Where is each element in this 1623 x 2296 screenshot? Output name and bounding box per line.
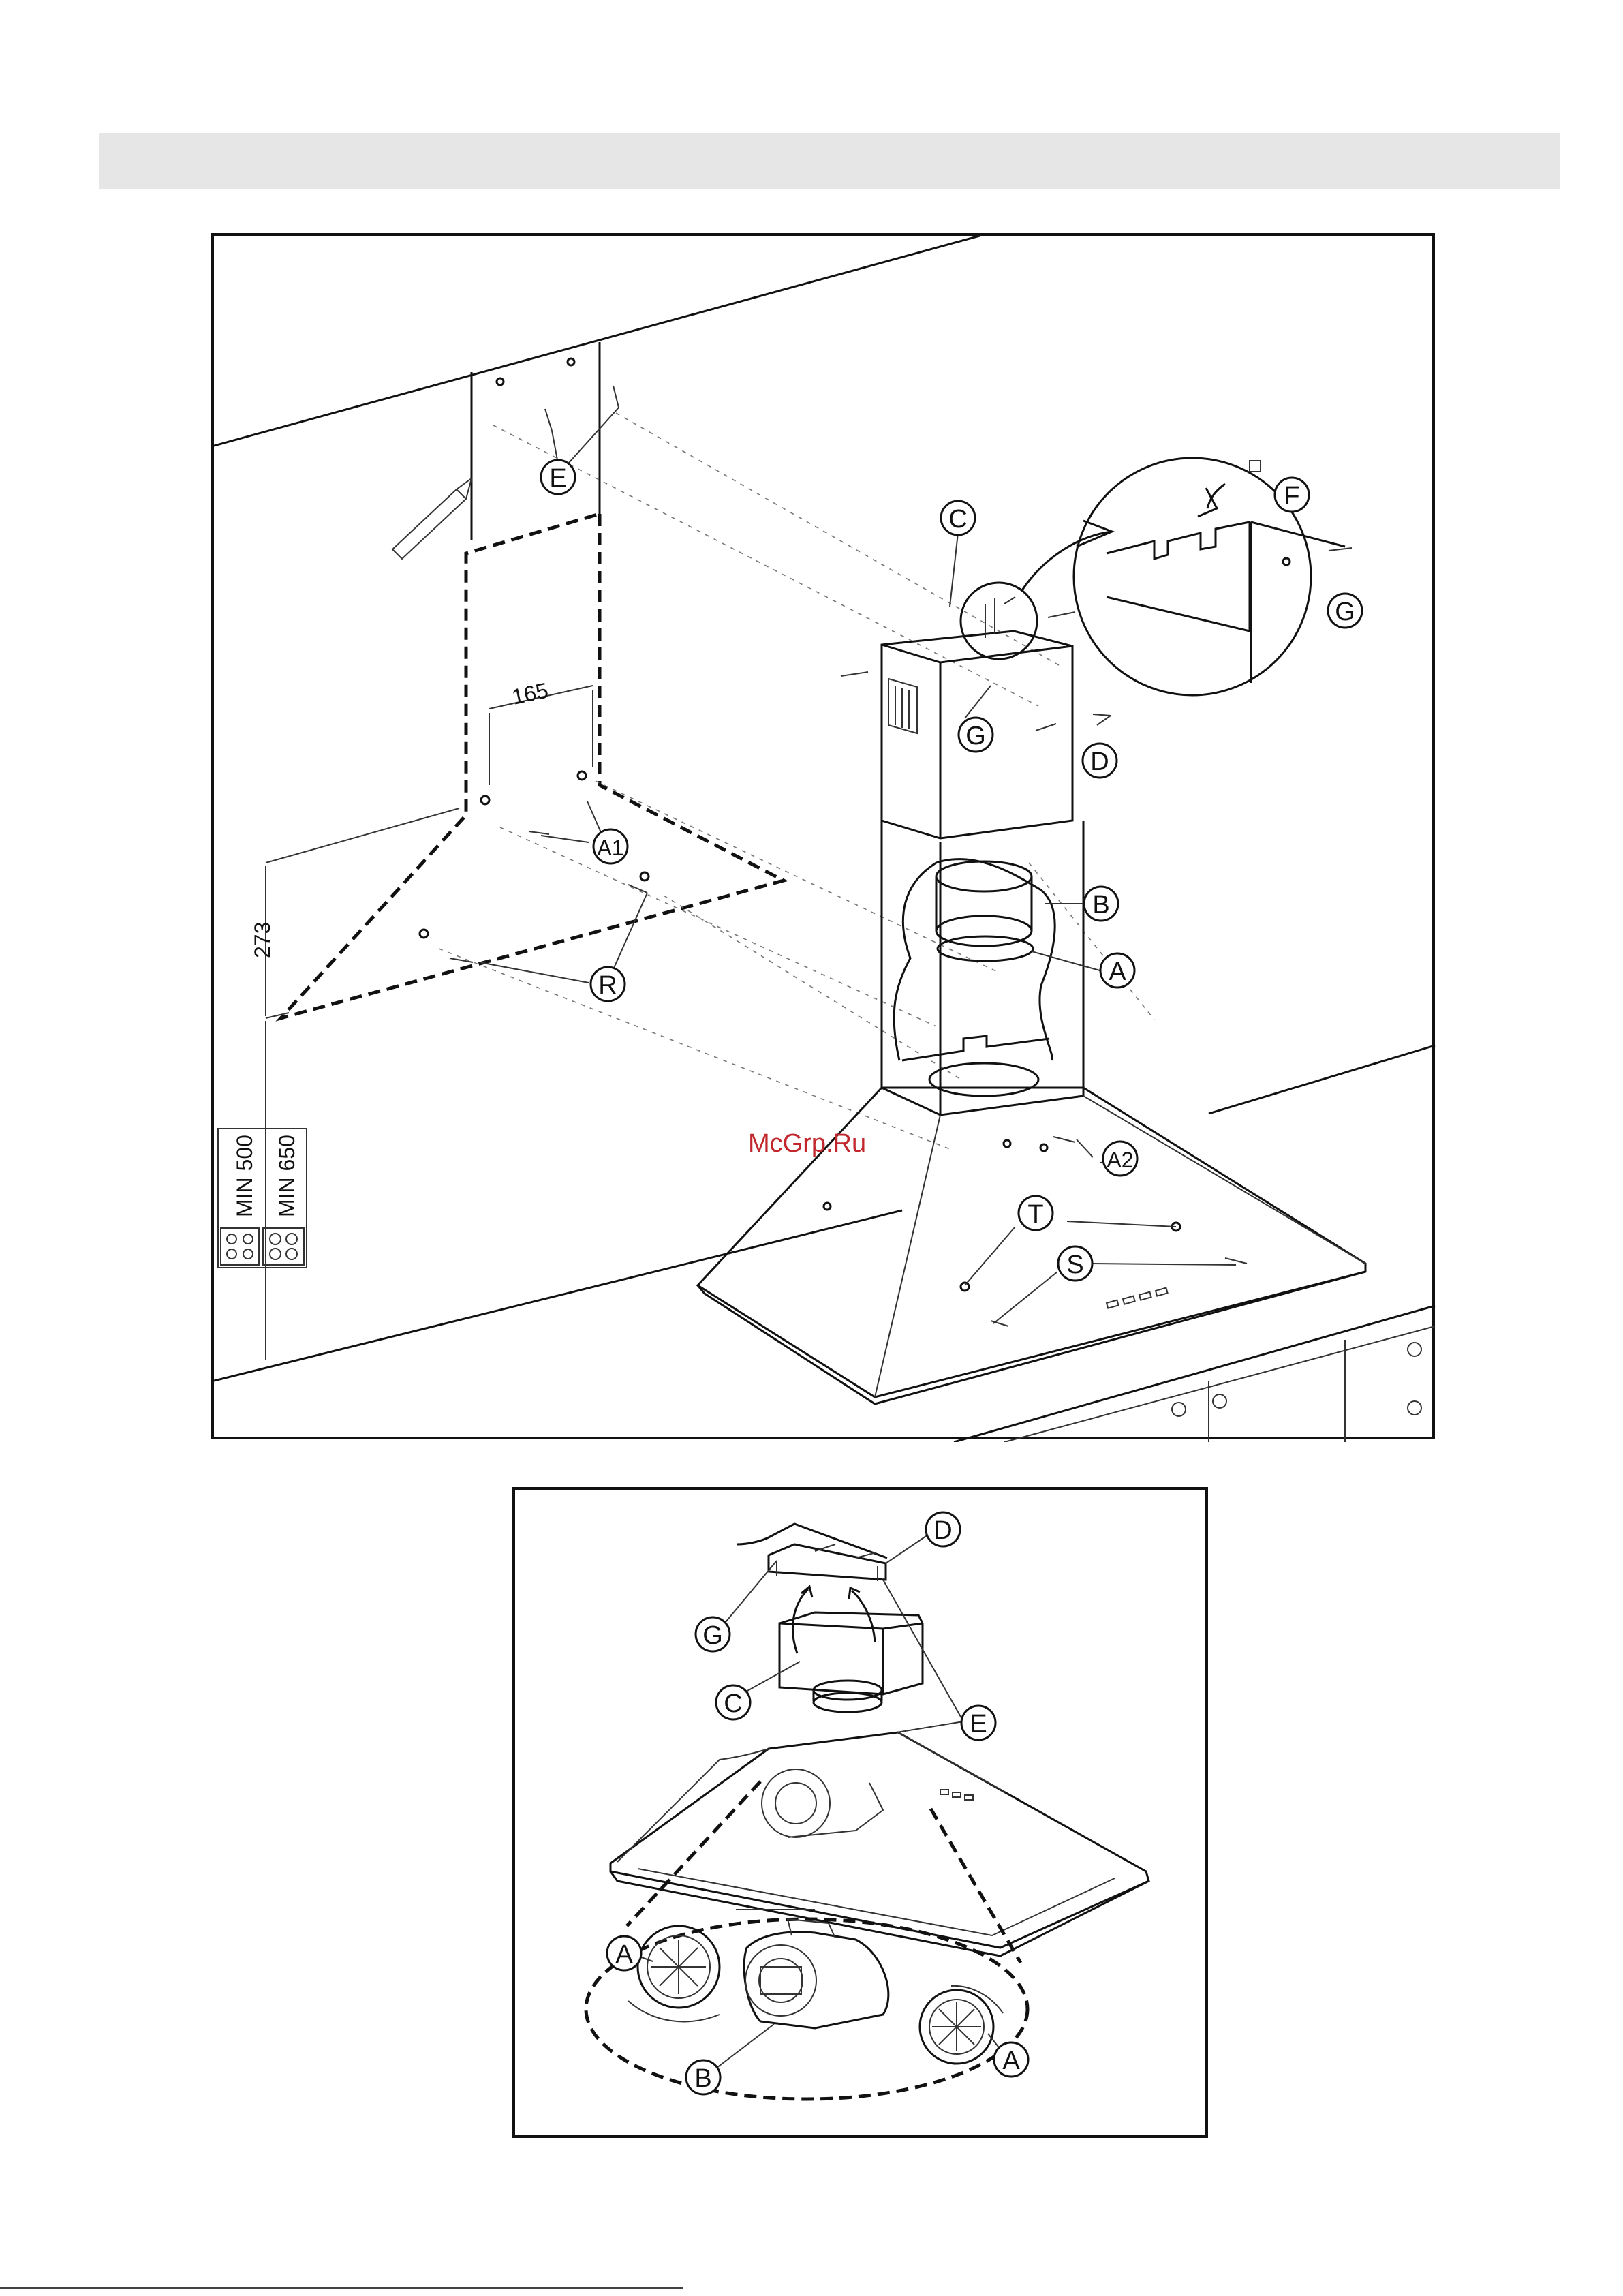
svg-text:A1: A1: [597, 836, 623, 860]
svg-text:F: F: [1284, 482, 1299, 510]
svg-text:S: S: [1066, 1251, 1083, 1279]
footer-rule: [0, 2287, 683, 2289]
callout-D: D: [1083, 744, 1117, 778]
watermark: McGrp.Ru: [748, 1129, 866, 1158]
callout-D: D: [926, 1512, 960, 1546]
svg-text:G: G: [702, 1621, 723, 1650]
callout-C: C: [941, 501, 975, 535]
svg-text:E: E: [549, 464, 566, 493]
svg-text:C: C: [724, 1689, 742, 1718]
callout-A1: A1: [593, 829, 628, 863]
min-electric-label: MIN 500: [232, 1135, 257, 1217]
callout-E: E: [541, 460, 575, 494]
dimension-273: 273: [250, 922, 275, 958]
pencil-icon: [392, 478, 472, 559]
svg-text:C: C: [948, 505, 967, 534]
gas-hob-icon: [263, 1228, 304, 1265]
electric-hob-icon: [221, 1228, 259, 1265]
svg-text:D: D: [933, 1516, 952, 1545]
svg-text:T: T: [1027, 1200, 1043, 1229]
callout-G: G: [696, 1617, 730, 1651]
callout-E: E: [961, 1706, 995, 1740]
callout-F: F: [1275, 478, 1309, 512]
fan-filter-left: [628, 1926, 720, 2021]
svg-text:A: A: [1002, 2047, 1020, 2075]
motor-assembly-drawing: D G C E A B A: [515, 1490, 1211, 2141]
callout-T: T: [1019, 1196, 1053, 1230]
svg-text:R: R: [598, 971, 617, 1000]
callout-B: B: [686, 2060, 720, 2094]
svg-text:G: G: [965, 722, 986, 750]
installation-drawing: 165 273 MIN 500 MIN 650: [214, 236, 1438, 1442]
callout-G-chimney: G: [959, 718, 993, 752]
fan-filter-right: [920, 1986, 1003, 2064]
svg-text:A: A: [1109, 958, 1126, 986]
motor-B: [744, 1919, 888, 2028]
svg-text:G: G: [1335, 598, 1355, 626]
min-gas-label: MIN 650: [275, 1135, 299, 1217]
motor-assembly-panel: D G C E A B A: [512, 1487, 1208, 2138]
svg-text:A: A: [615, 1940, 633, 1969]
svg-text:B: B: [694, 2064, 711, 2093]
svg-text:A2: A2: [1107, 1148, 1133, 1172]
callout-B: B: [1084, 887, 1118, 921]
svg-text:D: D: [1090, 748, 1109, 776]
callout-G-zoom: G: [1328, 594, 1362, 628]
callout-R: R: [591, 967, 625, 1001]
callout-A2: A2: [1103, 1142, 1137, 1176]
header-bar: [99, 133, 1560, 189]
dimension-165: 165: [510, 678, 551, 709]
callout-A-left: A: [607, 1936, 641, 1970]
svg-text:B: B: [1092, 891, 1109, 919]
installation-diagram-panel: 165 273 MIN 500 MIN 650: [211, 233, 1435, 1439]
svg-text:E: E: [970, 1710, 987, 1739]
callout-A-right: A: [994, 2042, 1028, 2077]
callout-C: C: [716, 1685, 750, 1719]
callout-A: A: [1100, 953, 1134, 988]
callout-S: S: [1058, 1246, 1092, 1281]
